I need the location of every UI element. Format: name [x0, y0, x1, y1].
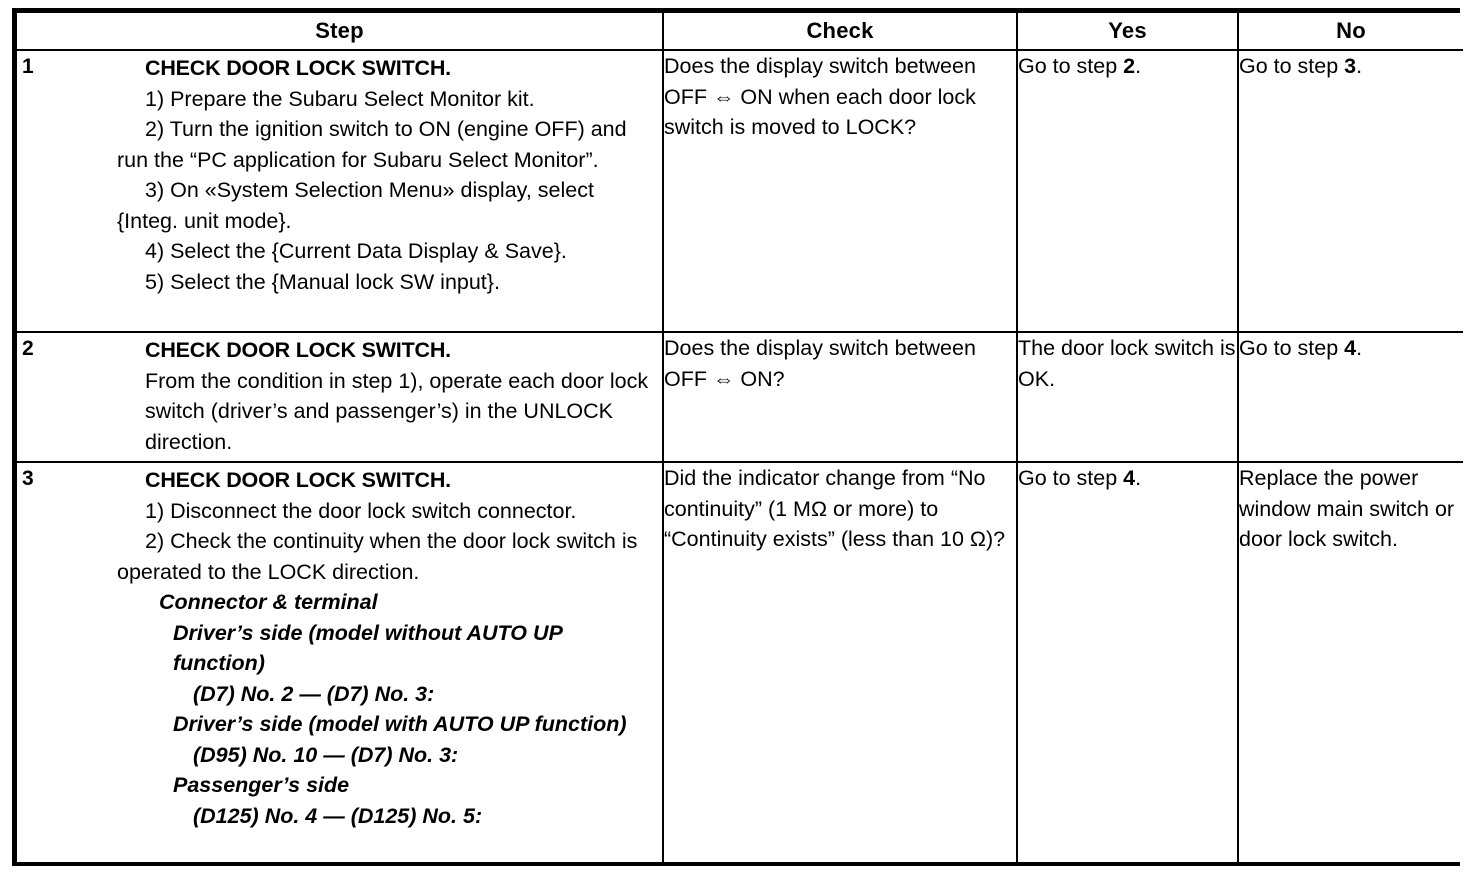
step-body: CHECK DOOR LOCK SWITCH. 1) Disconnect th… [117, 463, 656, 835]
column-header-no: No [1237, 13, 1463, 51]
yes-step-ref: 2 [1123, 54, 1136, 78]
step-body: CHECK DOOR LOCK SWITCH. 1) Prepare the S… [117, 51, 656, 301]
connector-group-label: Driver’s side (model without AUTO UP fun… [173, 620, 563, 676]
check-cell: Does the display switch between OFF ⇔ ON… [662, 49, 1018, 333]
check-cell: Does the display switch between OFF ⇔ ON… [662, 331, 1018, 463]
no-suffix: . [1356, 336, 1363, 360]
no-cell: Go to step 3. [1237, 49, 1463, 333]
connector-group-label: Driver’s side (model with AUTO UP functi… [173, 712, 627, 736]
step-number: 2 [22, 337, 34, 360]
yes-cell: The door lock switch is OK. [1016, 331, 1239, 463]
step-line: 1) Prepare the Subaru Select Monitor kit… [145, 86, 535, 111]
yes-suffix: . [1135, 466, 1142, 490]
step-cell: 3 CHECK DOOR LOCK SWITCH. 1) Disconnect … [17, 461, 664, 862]
step-line: 5) Select the {Manual lock SW input}. [145, 269, 500, 294]
no-text: Go to step [1239, 336, 1345, 360]
no-text: Replace the power window main switch or … [1239, 466, 1455, 551]
step-cell: 2 CHECK DOOR LOCK SWITCH. From the condi… [17, 331, 664, 463]
step-number: 1 [22, 55, 34, 78]
connector-heading: Connector & terminal [159, 590, 378, 614]
table-body: 1 CHECK DOOR LOCK SWITCH. 1) Prepare the… [17, 49, 1463, 862]
step-line: 2) Check the continuity when the door lo… [117, 529, 638, 584]
step-line: 3) On «System Selection Menu» display, s… [117, 178, 594, 233]
no-cell: Replace the power window main switch or … [1237, 461, 1463, 862]
column-header-check: Check [662, 13, 1018, 51]
step-line: From the condition in step 1), operate e… [145, 368, 649, 454]
step-title: CHECK DOOR LOCK SWITCH. [145, 468, 451, 492]
yes-suffix: . [1135, 54, 1142, 78]
step-body: CHECK DOOR LOCK SWITCH. From the conditi… [145, 333, 656, 461]
yes-text: Go to step [1018, 466, 1124, 490]
step-title: CHECK DOOR LOCK SWITCH. [145, 338, 451, 362]
connector-group-label: Passenger’s side [173, 773, 350, 797]
step-title: CHECK DOOR LOCK SWITCH. [145, 56, 451, 80]
no-cell: Go to step 4. [1237, 331, 1463, 463]
no-suffix: . [1356, 54, 1363, 78]
yes-text: Go to step [1018, 54, 1124, 78]
no-text: Go to step [1239, 54, 1345, 78]
step-cell: 1 CHECK DOOR LOCK SWITCH. 1) Prepare the… [17, 49, 664, 333]
yes-cell: Go to step 2. [1016, 49, 1239, 333]
yes-step-ref: 4 [1123, 466, 1136, 490]
yes-text: The door lock switch is OK. [1018, 336, 1236, 391]
step-line: 2) Turn the ignition switch to ON (engin… [117, 117, 627, 172]
step-line: 1) Disconnect the door lock switch conne… [145, 498, 577, 523]
connector-terminal: (D95) No. 10 — (D7) No. 3: [193, 742, 459, 767]
yes-cell: Go to step 4. [1016, 461, 1239, 862]
check-cell: Did the indicator change from “No contin… [662, 461, 1018, 862]
table-header: Step Check Yes No [17, 13, 1463, 51]
no-step-ref: 3 [1344, 54, 1357, 78]
column-header-yes: Yes [1016, 13, 1239, 51]
table-row: 2 CHECK DOOR LOCK SWITCH. From the condi… [17, 331, 1463, 463]
connector-terminal: (D125) No. 4 — (D125) No. 5: [193, 803, 483, 828]
table-row: 3 CHECK DOOR LOCK SWITCH. 1) Disconnect … [17, 461, 1463, 862]
step-number: 3 [22, 467, 34, 490]
column-header-step: Step [17, 13, 664, 51]
step-line: 4) Select the {Current Data Display & Sa… [145, 239, 567, 263]
connector-terminal: (D7) No. 2 — (D7) No. 3: [193, 681, 435, 706]
diagnostic-procedure-table: Step Check Yes No 1 CHECK DOOR LOCK SWIT… [17, 13, 1463, 862]
procedure-table-frame: Step Check Yes No 1 CHECK DOOR LOCK SWIT… [12, 8, 1463, 866]
table-row: 1 CHECK DOOR LOCK SWITCH. 1) Prepare the… [17, 49, 1463, 333]
header-row: Step Check Yes No [17, 13, 1463, 51]
no-step-ref: 4 [1344, 336, 1357, 360]
